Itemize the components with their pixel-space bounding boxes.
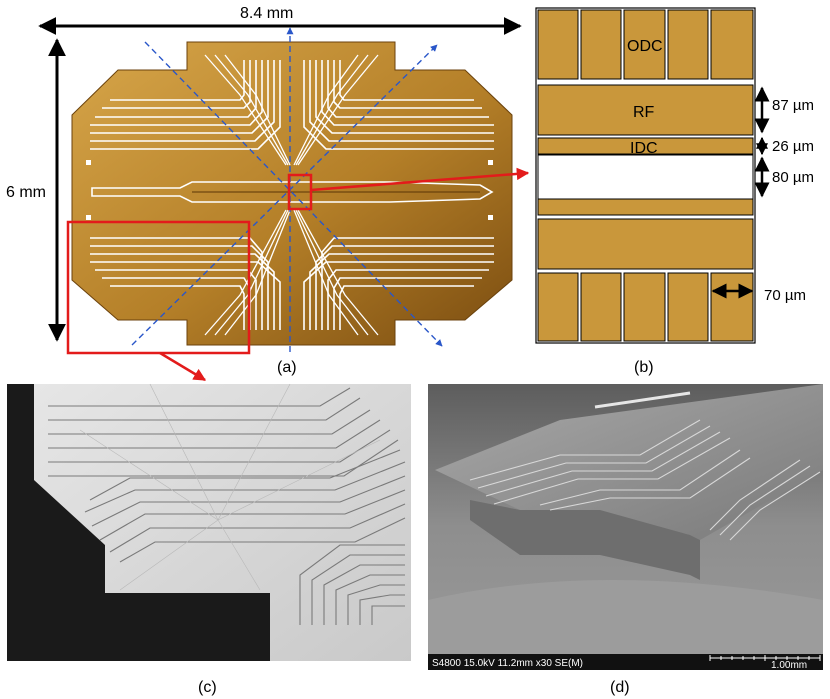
odc-electrodes xyxy=(537,9,754,80)
sem-slot xyxy=(594,391,691,409)
center-bottom-traces xyxy=(204,209,379,336)
chip-outline xyxy=(71,41,513,346)
right-upper-traces xyxy=(303,60,494,150)
corner-pads xyxy=(86,160,493,220)
panel-b: ODC RF IDC 87 µm 26 µm 80 µm 70 µm (b) xyxy=(535,7,814,376)
central-slot xyxy=(91,181,494,203)
right-lower-traces xyxy=(303,237,494,330)
rf-label: RF xyxy=(633,104,655,121)
idc-label: IDC xyxy=(630,140,658,157)
zoom-box-center xyxy=(287,173,313,211)
trapping-gap xyxy=(537,154,754,200)
gap-height-label: 80 µm xyxy=(772,169,814,186)
rf-electrode-top xyxy=(537,84,754,136)
zoom-box-corner xyxy=(66,220,251,355)
caption-c: (c) xyxy=(198,679,217,696)
caption-d: (d) xyxy=(610,679,630,696)
height-label: 6 mm xyxy=(6,184,46,201)
caption-b: (b) xyxy=(634,359,654,376)
micrograph-chip xyxy=(34,384,411,661)
center-top-traces xyxy=(204,54,379,166)
panel-a: 8.4 mm 6 mm (a) xyxy=(6,5,530,382)
sem-substrate xyxy=(428,580,823,655)
sem-chip-side xyxy=(470,500,700,580)
micrograph-scratches xyxy=(79,383,381,591)
width-label: 8.4 mm xyxy=(240,5,293,22)
sem-traces xyxy=(469,419,821,541)
sem-scale-bar xyxy=(709,655,821,661)
dc-width-label: 70 µm xyxy=(764,287,806,304)
idc-electrode-bottom xyxy=(537,198,754,216)
rf-electrode-bottom xyxy=(537,218,754,270)
zoom-arrow-to-b xyxy=(310,167,530,192)
sem-scale-label: 1.00mm xyxy=(771,660,807,671)
panel-d: S4800 15.0kV 11.2mm x30 SE(M) 1.00mm (d) xyxy=(428,384,823,696)
odc-label: ODC xyxy=(627,38,663,55)
idc-electrode xyxy=(537,137,754,155)
zoom-arrow-to-c xyxy=(159,351,207,382)
rf-height-label: 87 µm xyxy=(772,97,814,114)
sem-chip-top xyxy=(435,384,823,540)
micrograph-traces xyxy=(48,387,406,625)
sem-info: S4800 15.0kV 11.2mm x30 SE(M) xyxy=(432,658,583,669)
panel-c: (c) xyxy=(7,383,411,696)
dc-electrodes-bottom xyxy=(537,272,754,342)
idc-height-label: 26 µm xyxy=(772,138,814,155)
caption-a: (a) xyxy=(277,359,297,376)
